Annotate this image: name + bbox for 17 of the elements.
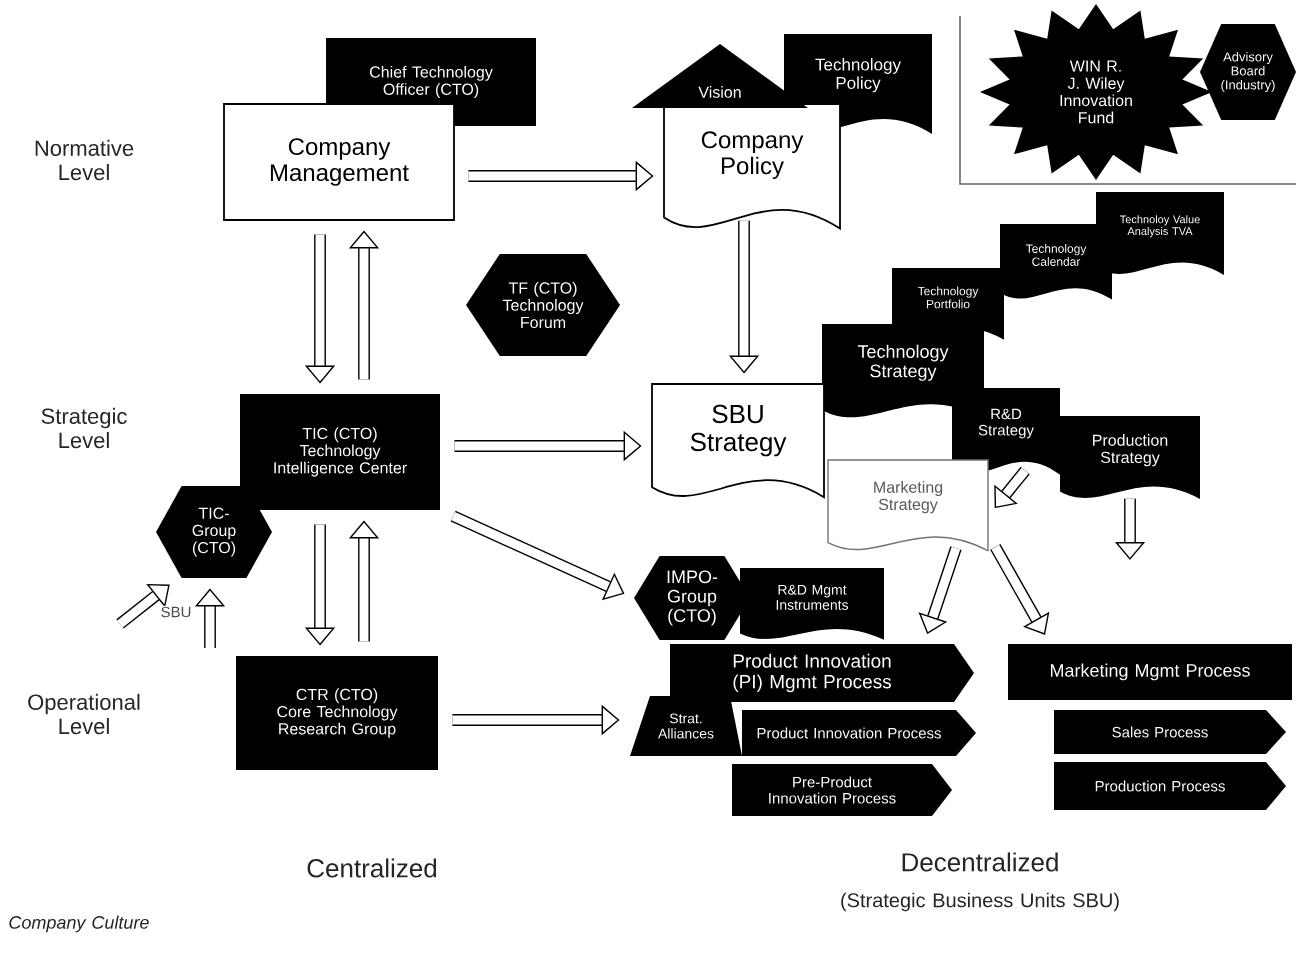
column-label: Decentralized	[902, 852, 1058, 872]
column-label: (Strategic Business Units SBU)	[841, 892, 1119, 912]
node-label: Production Strategy	[1093, 434, 1168, 467]
footnote-text: Company Culture	[9, 915, 149, 933]
row-label: Operational Level	[28, 693, 140, 735]
unit-box: CTR (CTO) Core Technology Research Group	[236, 656, 438, 770]
column-label: Centralized	[307, 858, 437, 878]
node-label: Technology Strategy	[857, 344, 949, 381]
node-label: Vision	[698, 86, 741, 98]
unit-box: Marketing Mgmt Process	[1008, 644, 1292, 700]
row-label: Normative Level	[35, 139, 134, 181]
unit-box: TIC (CTO) Technology Intelligence Center	[240, 394, 440, 510]
block-arrow	[990, 544, 1050, 635]
unit-box: Company Management	[223, 103, 455, 221]
block-arrow	[994, 466, 1030, 509]
row-label: Strategic Level	[41, 407, 127, 449]
block-arrow	[116, 583, 170, 629]
